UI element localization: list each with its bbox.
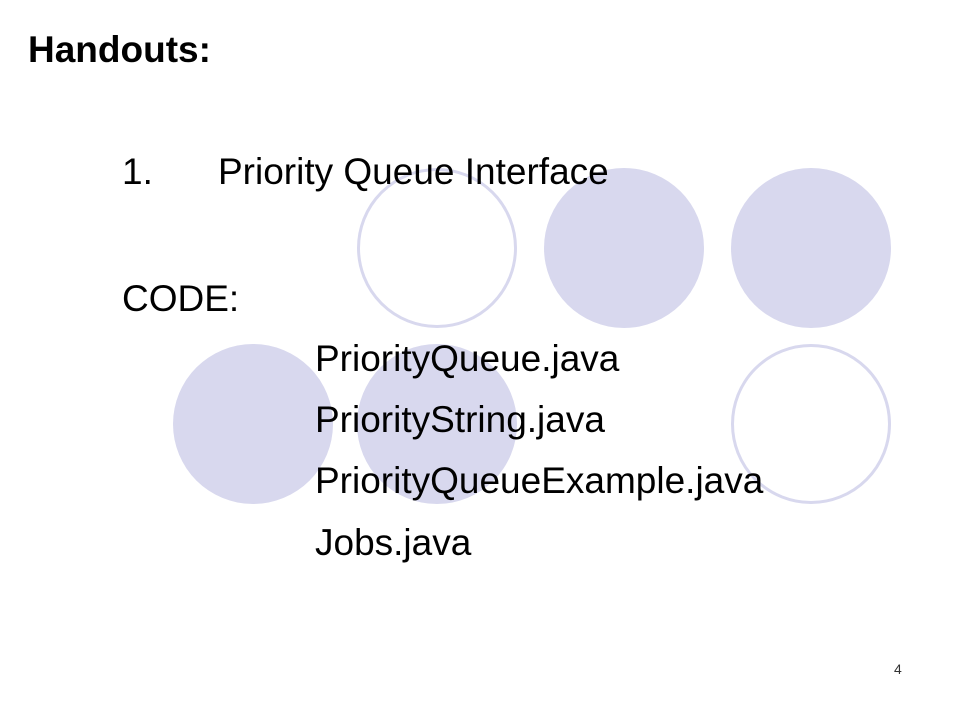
list-item-number: 1. xyxy=(122,151,153,192)
decorative-circle-outline xyxy=(357,168,517,328)
decorative-circle-filled xyxy=(544,168,704,328)
decorative-circle-filled xyxy=(731,168,891,328)
page-number: 4 xyxy=(894,661,902,677)
code-label: CODE: xyxy=(122,278,240,319)
decorative-circle-outline xyxy=(731,344,891,504)
decorative-circle-filled xyxy=(173,344,333,504)
code-file-item: PriorityString.java xyxy=(315,399,605,440)
list-item-label: Priority Queue Interface xyxy=(218,151,609,192)
slide-heading: Handouts: xyxy=(28,29,211,70)
code-file-item: Jobs.java xyxy=(315,522,472,563)
code-file-item: PriorityQueue.java xyxy=(315,338,620,379)
code-file-item: PriorityQueueExample.java xyxy=(315,460,764,501)
decorative-circle-filled xyxy=(357,344,517,504)
